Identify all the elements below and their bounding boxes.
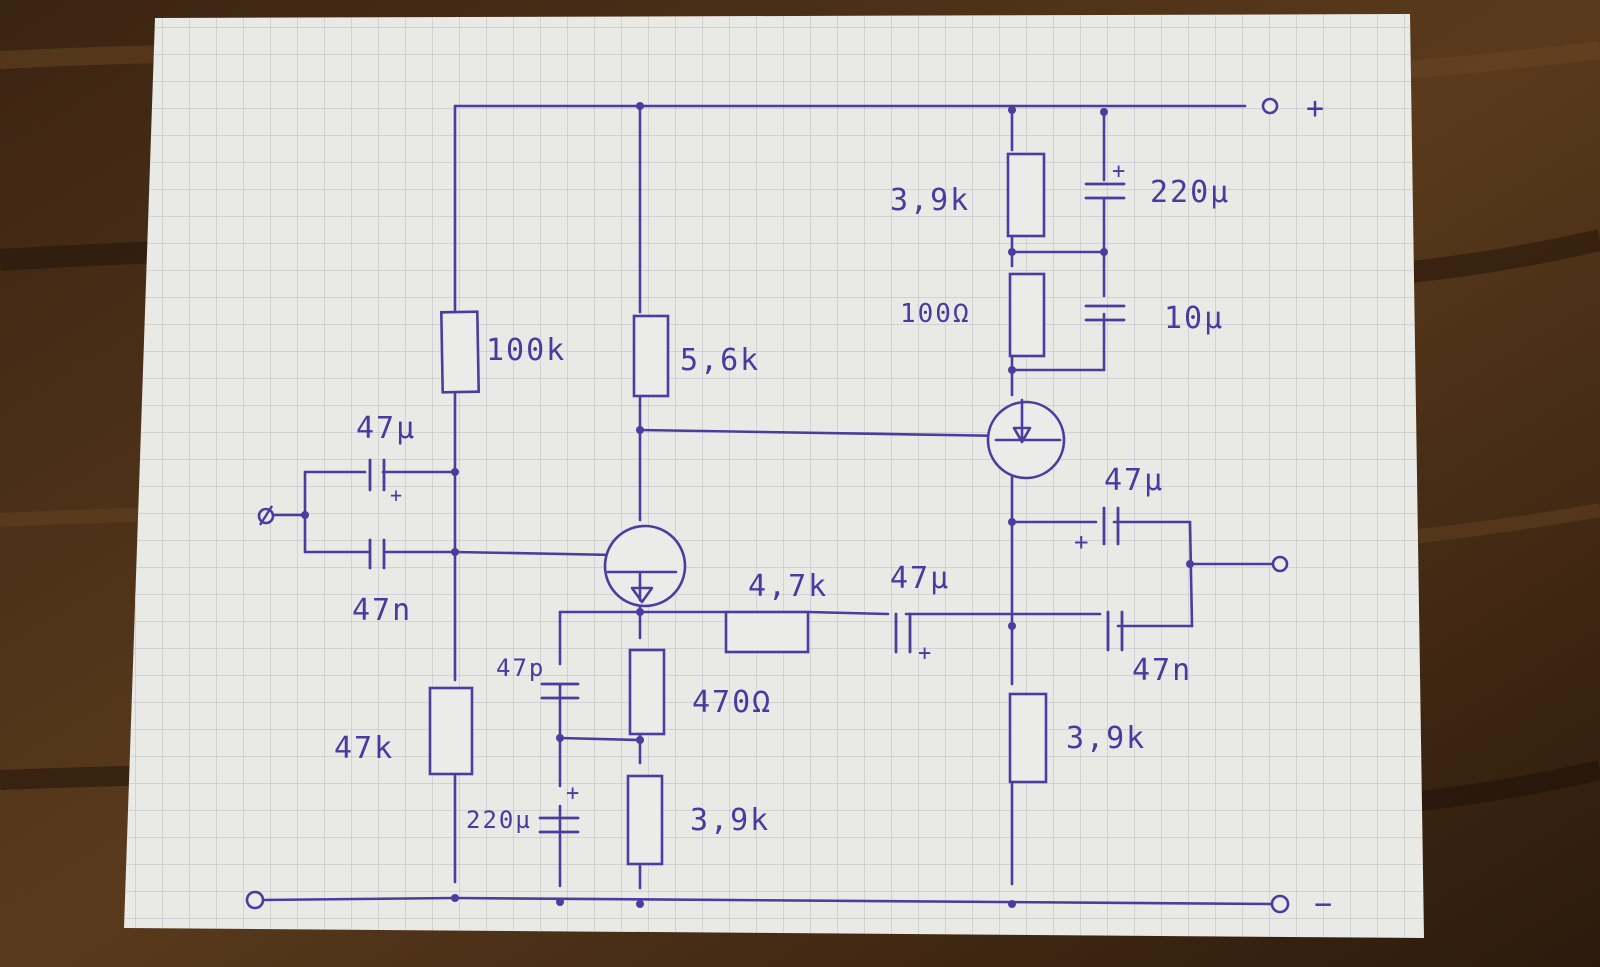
transistor-q2 <box>986 398 1066 480</box>
terminal-plus <box>1261 97 1279 115</box>
label-47n-out: 47n <box>1132 653 1192 688</box>
label-100: 100Ω <box>900 299 971 329</box>
resistor-3-9k-top <box>1006 152 1046 238</box>
label-10u: 10µ <box>1164 301 1224 336</box>
label-cap-plus-mid: + <box>918 641 933 666</box>
label-3-9k-a: 3,9k <box>690 803 770 838</box>
label-47u-out: 47µ <box>1104 463 1164 498</box>
terminals <box>245 97 1290 914</box>
resistor-3-9k-a <box>626 774 664 866</box>
label-cap-plus-top: + <box>1112 159 1127 184</box>
resistor-5-6k <box>632 314 670 398</box>
labels: + − 3,9k 220µ + 100Ω 10µ 100k 5,6k 47µ +… <box>334 91 1334 922</box>
label-4-7k: 4,7k <box>748 569 828 604</box>
label-47u-mid: 47µ <box>890 561 950 596</box>
terminal-minus <box>1270 894 1290 914</box>
label-47u-in: 47µ <box>356 411 416 446</box>
terminal-ground-left <box>245 890 265 910</box>
terminal-output <box>1271 555 1289 573</box>
resistors <box>428 152 1048 866</box>
label-47p: 47p <box>496 654 545 682</box>
label-plus: + <box>1306 91 1326 126</box>
label-cap-plus-bot: + <box>566 781 581 806</box>
resistor-47k <box>428 686 474 776</box>
label-220u-top: 220µ <box>1150 175 1230 210</box>
capacitors <box>368 182 1126 834</box>
label-3-9k-top: 3,9k <box>890 183 970 218</box>
label-47n-in: 47n <box>352 593 412 628</box>
label-cap-plus-in: + <box>390 483 404 507</box>
resistor-3-9k-b <box>1008 692 1048 784</box>
junction-dots <box>301 102 1194 908</box>
label-cap-plus-out: + <box>1074 528 1090 556</box>
label-5-6k: 5,6k <box>680 343 760 378</box>
label-47k: 47k <box>334 731 394 766</box>
transistor-q1 <box>603 524 687 608</box>
label-3-9k-b: 3,9k <box>1066 721 1146 756</box>
resistor-100 <box>1008 272 1046 358</box>
resistor-470 <box>628 648 666 736</box>
label-100k: 100k <box>486 333 566 368</box>
label-470: 470Ω <box>692 685 772 720</box>
resistor-4-7k <box>724 610 810 654</box>
label-minus: − <box>1314 887 1334 922</box>
resistor-100k <box>439 310 481 394</box>
label-220u-bot: 220µ <box>466 806 532 834</box>
